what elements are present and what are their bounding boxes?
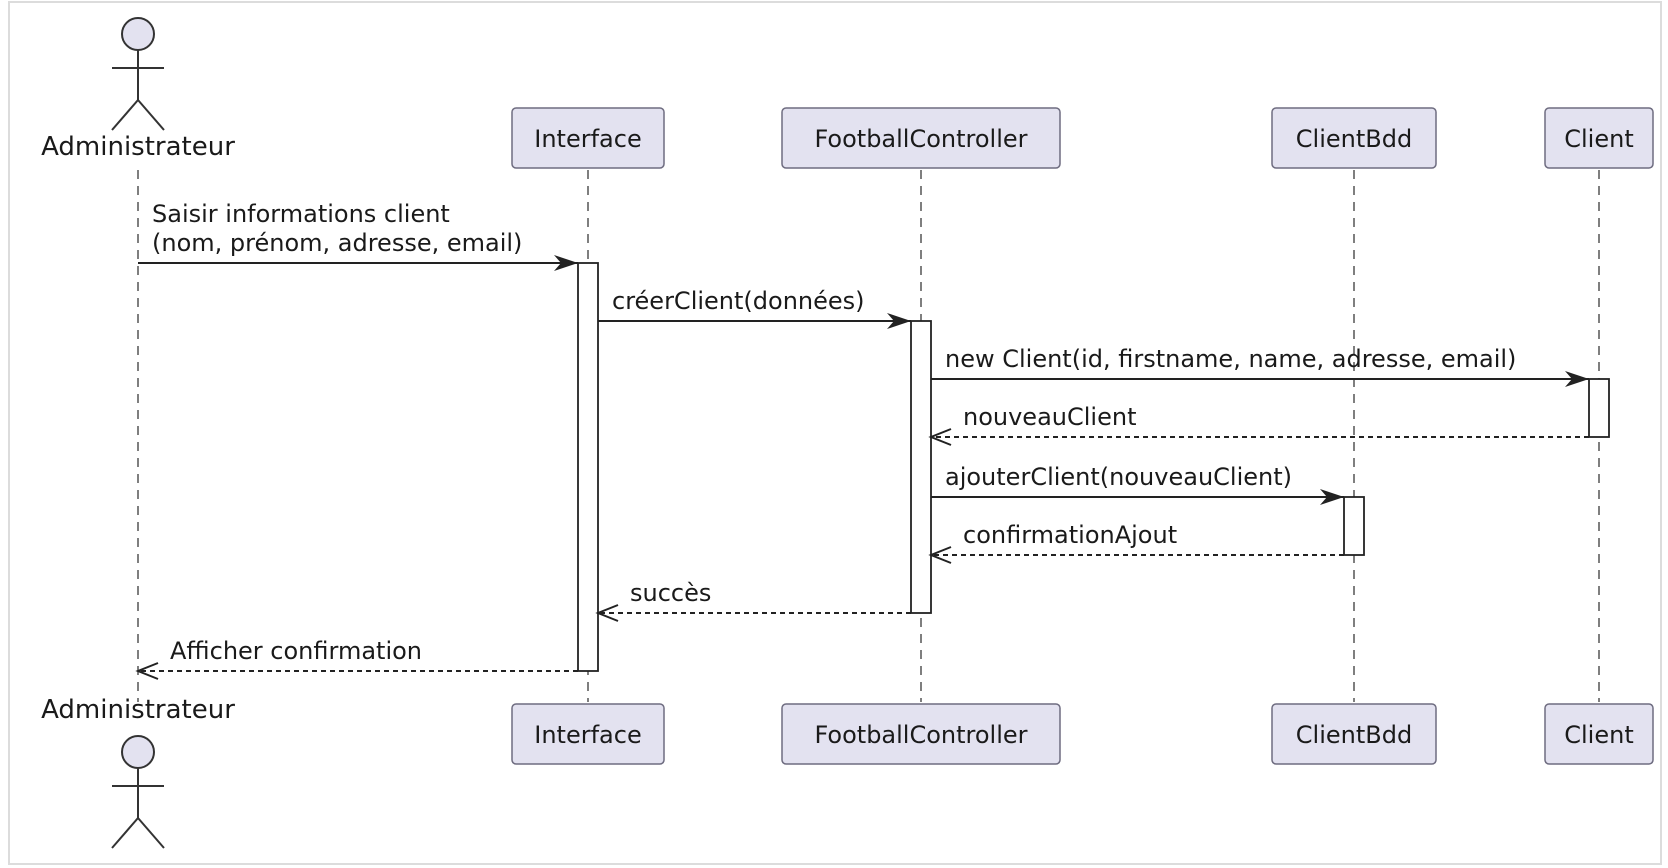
message-label: new Client(id, firstname, name, adresse,… <box>945 345 1516 373</box>
actor-label: Administrateur <box>41 695 235 725</box>
actor-bottom-admin[interactable]: Administrateur <box>41 695 235 849</box>
participant-box <box>511 107 665 169</box>
participant-bottom-clientbdd[interactable]: ClientBdd <box>1271 703 1437 765</box>
message-label: ajouterClient(nouveauClient) <box>945 463 1292 491</box>
activation-bar-interface <box>577 262 599 672</box>
arrowhead-icon <box>887 313 911 329</box>
arrowhead-icon <box>135 662 159 680</box>
arrowhead-icon <box>1565 371 1589 387</box>
actor-head <box>121 17 155 51</box>
activation-bar-client <box>1588 378 1610 438</box>
message-label: créerClient(données) <box>612 287 865 315</box>
participant-box <box>781 107 1061 169</box>
participant-label: ClientBdd <box>1296 721 1412 749</box>
actor-head <box>121 735 155 769</box>
actor-right-leg <box>137 817 165 849</box>
arrowhead-icon <box>595 604 619 622</box>
participant-label: ClientBdd <box>1296 125 1412 153</box>
message-label: Saisir informations client <box>152 200 450 228</box>
arrowhead-icon <box>554 255 578 271</box>
participant-bottom-client[interactable]: Client <box>1544 703 1654 765</box>
actor-label: Administrateur <box>41 132 235 162</box>
activation-bar-clientbdd <box>1343 496 1365 556</box>
participant-box <box>1271 703 1437 765</box>
message-label: nouveauClient <box>963 403 1136 431</box>
participant-box <box>511 703 665 765</box>
participant-label: Client <box>1564 721 1633 749</box>
message-label: (nom, prénom, adresse, email) <box>152 229 522 257</box>
participant-box <box>1544 107 1654 169</box>
actor-right-leg <box>137 99 165 131</box>
arrowhead-icon <box>928 546 952 564</box>
arrowhead-icon <box>928 428 952 446</box>
activations-layer <box>577 262 1610 672</box>
message-saisir-informations-client: Saisir informations client(nom, prénom, … <box>138 200 578 271</box>
participant-top-controller[interactable]: FootballController <box>781 107 1061 169</box>
participants-layer: AdministrateurAdministrateurInterfaceInt… <box>41 17 1654 849</box>
message-label: confirmationAjout <box>963 521 1177 549</box>
lifelines-layer <box>137 170 1600 702</box>
message-confirmationajout: confirmationAjout <box>928 521 1344 564</box>
message-ajouterclient-nouveauclient: ajouterClient(nouveauClient) <box>931 463 1344 505</box>
message-succ-s: succès <box>595 579 911 622</box>
actor-top-admin[interactable]: Administrateur <box>41 17 235 162</box>
arrowhead-icon <box>1320 489 1344 505</box>
participant-top-interface[interactable]: Interface <box>511 107 665 169</box>
actor-left-leg <box>111 99 139 131</box>
participant-top-clientbdd[interactable]: ClientBdd <box>1271 107 1437 169</box>
message-cr-erclient-donn-es: créerClient(données) <box>598 287 911 329</box>
participant-box <box>1271 107 1437 169</box>
message-label: Afficher confirmation <box>170 637 422 665</box>
message-afficher-confirmation: Afficher confirmation <box>135 637 578 680</box>
participant-bottom-controller[interactable]: FootballController <box>781 703 1061 765</box>
participant-label: Interface <box>534 125 641 153</box>
messages-layer: Saisir informations client(nom, prénom, … <box>135 200 1589 680</box>
activation-bar-controller <box>910 320 932 614</box>
participant-label: Client <box>1564 125 1633 153</box>
participant-box <box>1544 703 1654 765</box>
participant-label: FootballController <box>814 721 1027 749</box>
participant-label: Interface <box>534 721 641 749</box>
participant-bottom-interface[interactable]: Interface <box>511 703 665 765</box>
message-label: succès <box>630 579 711 607</box>
message-new-client-id-firstname-name-adresse-ema: new Client(id, firstname, name, adresse,… <box>931 345 1589 387</box>
participant-top-client[interactable]: Client <box>1544 107 1654 169</box>
actor-left-leg <box>111 817 139 849</box>
participant-label: FootballController <box>814 125 1027 153</box>
message-nouveauclient: nouveauClient <box>928 403 1589 446</box>
participant-box <box>781 703 1061 765</box>
